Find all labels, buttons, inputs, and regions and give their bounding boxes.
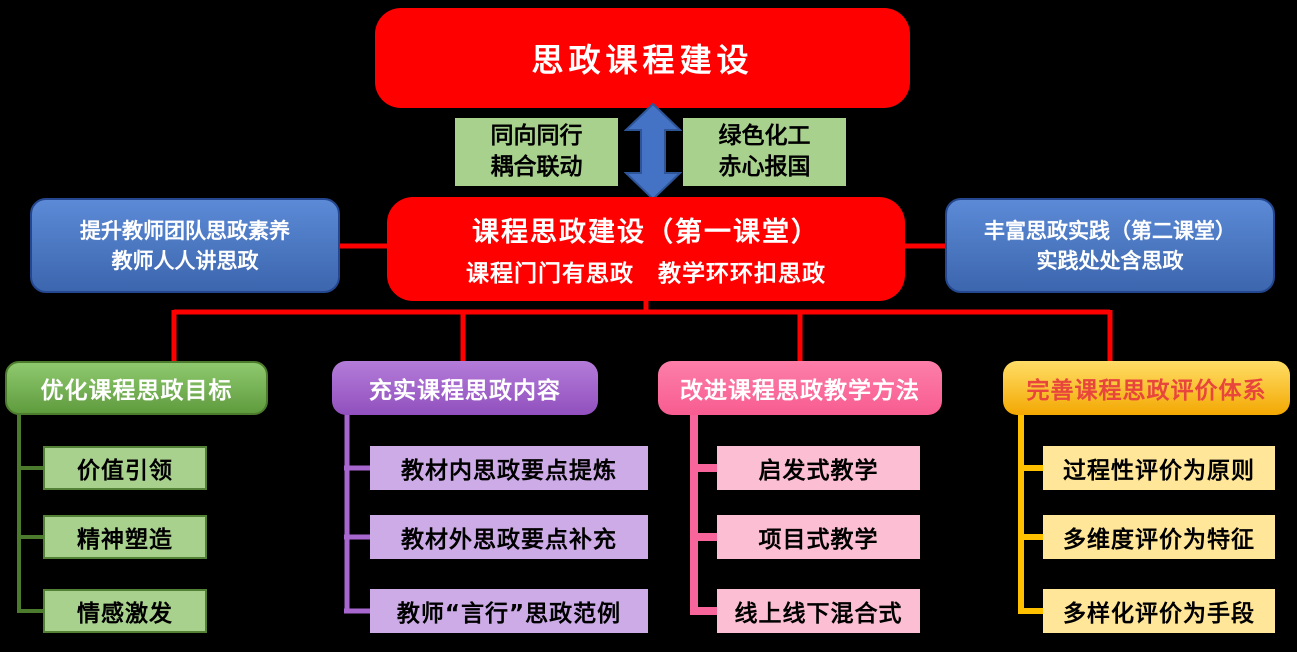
- coupling-left-line1: 同向同行: [490, 123, 583, 149]
- branch-header-content: 充实课程思政内容: [332, 361, 598, 415]
- coupling-label-left: 同向同行 耦合联动: [455, 118, 618, 186]
- branch-content-title: 充实课程思政内容: [369, 378, 561, 404]
- leaf-goals-1: 价值引领: [43, 446, 207, 490]
- leaf-evaluation-3-label: 多样化评价为手段: [1063, 601, 1255, 627]
- leaf-methods-2-label: 项目式教学: [758, 527, 879, 553]
- leaf-goals-2-label: 精神塑造: [77, 527, 173, 553]
- leaf-goals-3: 情感激发: [43, 589, 207, 633]
- leaf-evaluation-2: 多维度评价为特征: [1043, 515, 1275, 559]
- branch-goals-title: 优化课程思政目标: [40, 378, 233, 404]
- root-node-label: 思政课程建设: [531, 41, 754, 79]
- leaf-goals-3-label: 情感激发: [77, 601, 173, 627]
- root-node: 思政课程建设: [375, 8, 910, 108]
- branch-line-purple: [344, 412, 372, 614]
- first-classroom-node: 课程思政建设（第一课堂） 课程门门有思政 教学环环扣思政: [387, 197, 905, 301]
- branch-header-methods: 改进课程思政教学方法: [658, 361, 942, 415]
- practice-line2: 实践处处含思政: [1036, 248, 1184, 273]
- first-classroom-title: 课程思政建设（第一课堂）: [472, 217, 820, 248]
- branch-line-green: [17, 412, 45, 613]
- leaf-methods-2: 项目式教学: [717, 515, 920, 559]
- leaf-methods-3-label: 线上线下混合式: [734, 601, 903, 627]
- branch-header-goals: 优化课程思政目标: [5, 361, 268, 415]
- leaf-evaluation-1: 过程性评价为原则: [1043, 446, 1275, 490]
- leaf-evaluation-3: 多样化评价为手段: [1043, 589, 1275, 633]
- leaf-content-3-label: 教师“言行”思政范例: [396, 601, 622, 627]
- teacher-team-line1: 提升教师团队思政素养: [80, 218, 290, 243]
- teacher-team-node: 提升教师团队思政素养 教师人人讲思政: [30, 198, 340, 293]
- first-classroom-subtitle: 课程门门有思政 教学环环扣思政: [466, 261, 826, 287]
- teacher-team-line2: 教师人人讲思政: [111, 248, 259, 273]
- leaf-content-2-label: 教材外思政要点补充: [401, 527, 617, 553]
- branch-header-evaluation: 完善课程思政评价体系: [1003, 361, 1290, 415]
- practice-node: 丰富思政实践（第二课堂） 实践处处含思政: [945, 198, 1275, 293]
- leaf-content-3: 教师“言行”思政范例: [370, 589, 648, 633]
- leaf-methods-1-label: 启发式教学: [758, 458, 879, 484]
- coupling-right-line1: 绿色化工: [718, 123, 811, 149]
- leaf-content-2: 教材外思政要点补充: [370, 515, 648, 559]
- leaf-goals-1-label: 价值引领: [77, 458, 173, 484]
- leaf-evaluation-1-label: 过程性评价为原则: [1063, 458, 1255, 484]
- leaf-goals-2: 精神塑造: [43, 515, 207, 559]
- leaf-content-1: 教材内思政要点提炼: [370, 446, 648, 490]
- double-arrow-icon: [623, 102, 683, 201]
- leaf-evaluation-2-label: 多维度评价为特征: [1063, 527, 1255, 553]
- coupling-label-right: 绿色化工 赤心报国: [683, 118, 846, 186]
- practice-line1: 丰富思政实践（第二课堂）: [984, 218, 1236, 243]
- coupling-right-line2: 赤心报国: [718, 154, 811, 180]
- coupling-left-line2: 耦合联动: [490, 154, 583, 180]
- branch-line-gold: [1018, 412, 1045, 614]
- branch-line-pink: [690, 412, 719, 615]
- branch-evaluation-title: 完善课程思政评价体系: [1026, 378, 1267, 404]
- branch-methods-title: 改进课程思政教学方法: [680, 378, 920, 404]
- leaf-methods-1: 启发式教学: [717, 446, 920, 490]
- leaf-content-1-label: 教材内思政要点提炼: [401, 458, 617, 484]
- leaf-methods-3: 线上线下混合式: [717, 589, 920, 633]
